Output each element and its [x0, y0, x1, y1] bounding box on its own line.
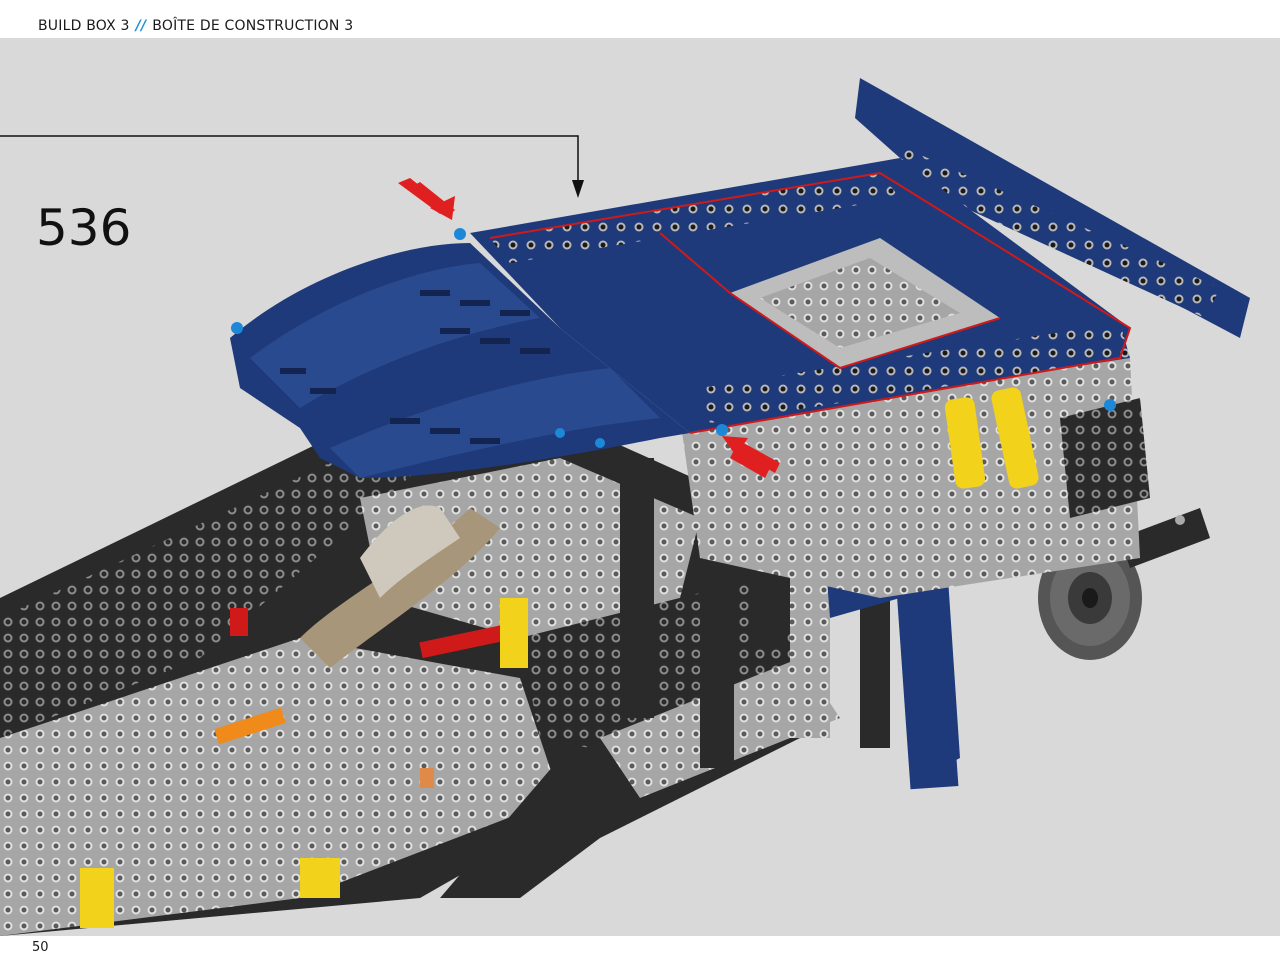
accent-parts	[80, 598, 528, 928]
page-number: 50	[32, 940, 49, 955]
header-separator: //	[135, 18, 147, 34]
header-title: BUILD BOX 3 // BOÎTE DE CONSTRUCTION 3	[38, 17, 353, 35]
assembly-arrows	[0, 135, 780, 478]
instruction-illustration-area: 536	[0, 38, 1280, 936]
build-box-fr: BOÎTE DE CONSTRUCTION 3	[152, 18, 354, 34]
page-footer: 50	[0, 936, 1280, 974]
blue-body	[230, 78, 1250, 478]
build-box-en: BUILD BOX 3	[38, 18, 130, 34]
engine-area	[680, 358, 1150, 598]
step-number: 536	[36, 199, 132, 257]
model-illustration	[0, 78, 1250, 936]
tan-beams	[300, 505, 500, 668]
page-header: BUILD BOX 3 // BOÎTE DE CONSTRUCTION 3	[0, 0, 1280, 38]
